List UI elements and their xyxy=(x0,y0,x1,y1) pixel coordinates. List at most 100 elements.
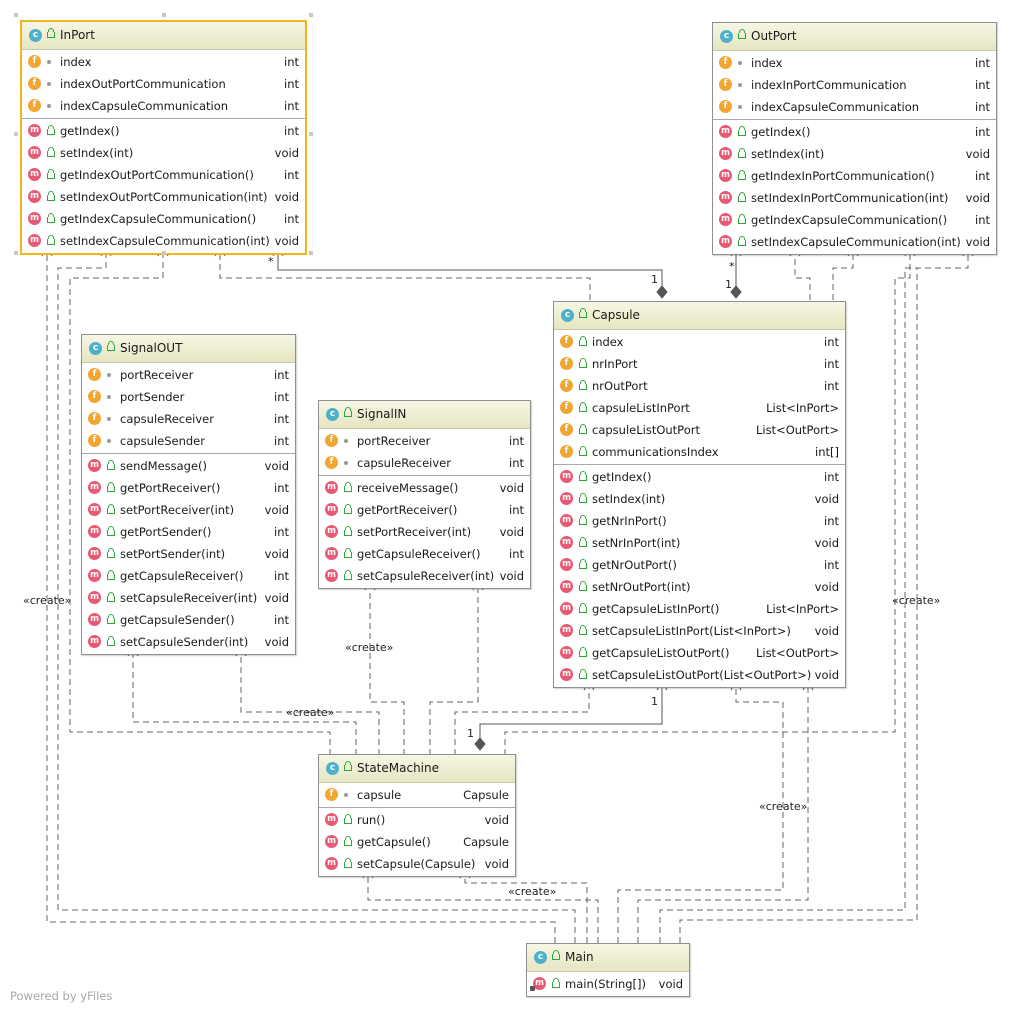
multiplicity-label: * xyxy=(268,255,274,268)
selection-handle[interactable] xyxy=(14,13,18,17)
method-name: setCapsuleReceiver(int) xyxy=(357,569,495,583)
method-type: void xyxy=(965,147,990,161)
selection-handle[interactable] xyxy=(14,251,18,255)
method-name: getIndexCapsuleCommunication() xyxy=(751,213,948,227)
selection-handle[interactable] xyxy=(162,13,166,17)
field-name: nrInPort xyxy=(592,357,638,371)
dependency-main-statemachine-b xyxy=(617,682,784,943)
selection-handle[interactable] xyxy=(14,132,18,136)
package-private-icon xyxy=(47,60,51,64)
method-type: int xyxy=(509,547,524,561)
powered-by-credit: Powered by yFiles xyxy=(10,989,113,1003)
method-name: setPortSender(int) xyxy=(120,547,226,561)
field-icon: f xyxy=(560,335,573,348)
selection-handle[interactable] xyxy=(162,251,166,255)
method-icon: m xyxy=(28,124,41,137)
public-icon xyxy=(344,761,352,771)
package-private-icon xyxy=(738,83,742,87)
selection-handle[interactable] xyxy=(309,13,313,17)
method-icon: m xyxy=(88,459,101,472)
field-icon: f xyxy=(88,390,101,403)
method-type: void xyxy=(814,580,839,594)
method-name: getCapsule() xyxy=(357,835,431,849)
method-name: main(String[]) xyxy=(565,977,646,991)
selection-handle[interactable] xyxy=(309,251,313,255)
selection-handle[interactable] xyxy=(309,132,313,136)
package-private-icon xyxy=(107,417,111,421)
method-type: void xyxy=(658,977,683,991)
multiplicity-label: 1 xyxy=(651,273,658,286)
dependency-statemachine-signalout-b xyxy=(240,648,380,755)
